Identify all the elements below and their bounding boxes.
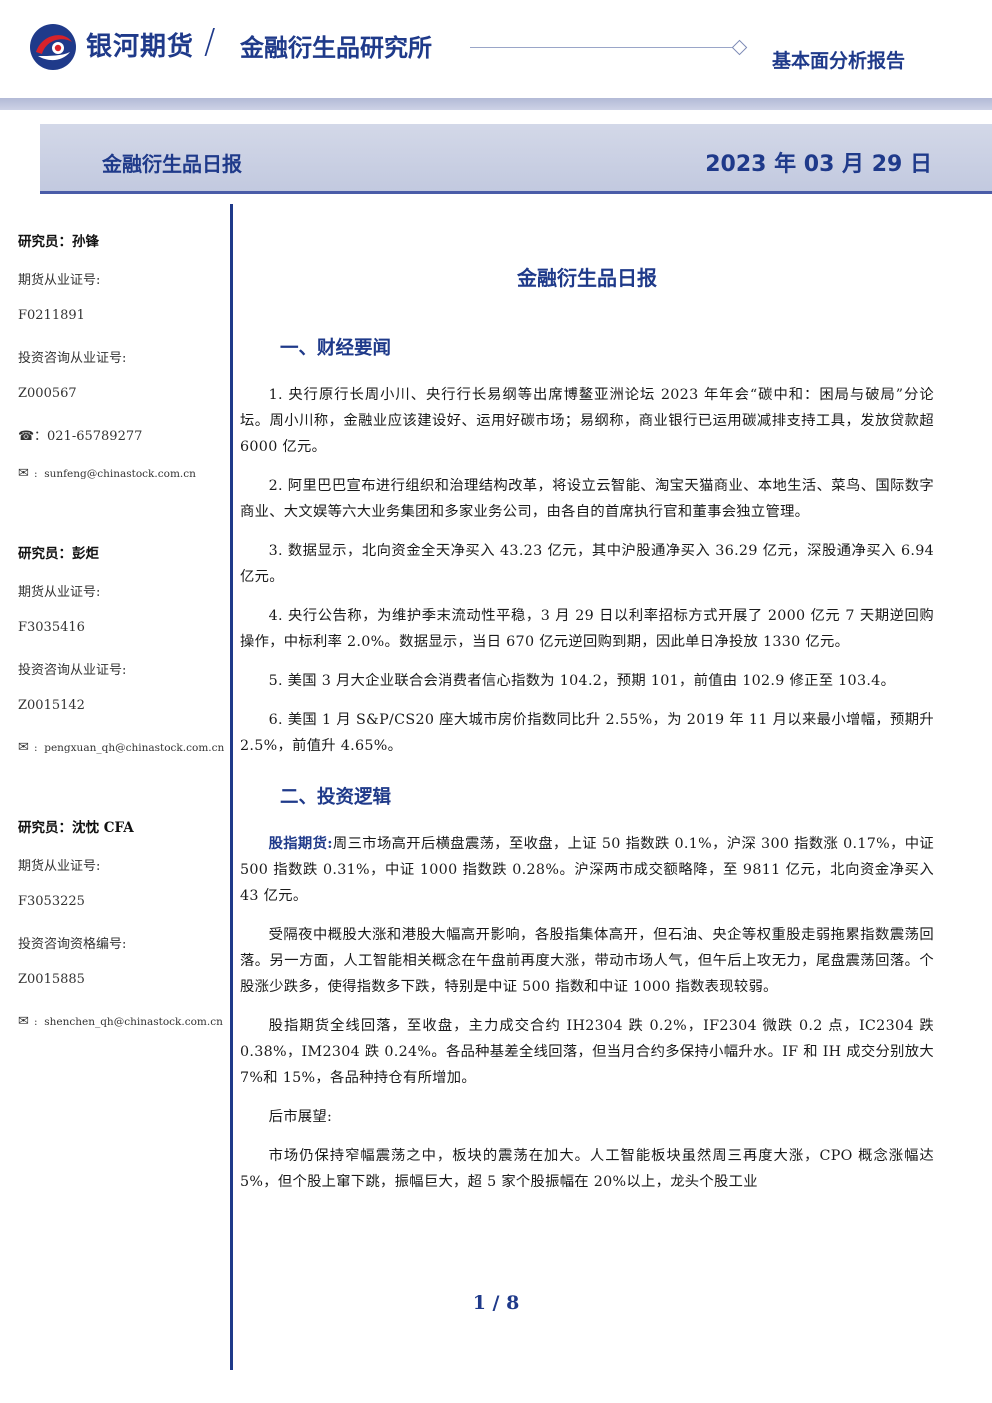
license-label: 期货从业证号: (18, 585, 101, 600)
paragraph-lead: 股指期货: (268, 836, 333, 852)
report-type: 基本面分析报告 (772, 50, 906, 72)
title-bar-label: 金融衍生品日报 (102, 152, 242, 176)
analyst-name: 研究员：孙锋 (18, 234, 99, 250)
consult-label: 投资咨询资格编号: (18, 937, 127, 952)
phone-icon: ☎ (18, 429, 35, 444)
header-divider-line (470, 47, 736, 48)
analyst-name: 研究员：彭炬 (18, 546, 99, 562)
consult-number: Z0015885 (18, 972, 85, 987)
license-number: F0211891 (18, 308, 85, 323)
license-number: F3035416 (18, 620, 85, 635)
brand-separator: / (204, 22, 216, 62)
title-bar (40, 124, 992, 192)
license-label: 期货从业证号: (18, 273, 101, 288)
email-address[interactable]: sunfeng@chinastock.com.cn (44, 468, 196, 480)
section-heading-logic: 二、投资逻辑 (280, 787, 392, 808)
outlook-label: 后市展望: (268, 1109, 333, 1125)
email-icon: ✉ (18, 740, 29, 755)
email-address[interactable]: shenchen_qh@chinastock.com.cn (44, 1016, 223, 1028)
news-item: 6. 美国 1 月 S&P/CS20 座大城市房价指数同比升 2.55%，为 2… (240, 712, 934, 754)
consult-number: Z0015142 (18, 698, 85, 713)
email-icon: ✉ (18, 466, 29, 481)
email-line: ✉: sunfeng@chinastock.com.cn (18, 466, 196, 481)
diamond-icon (731, 39, 748, 56)
email-line: ✉: pengxuan_qh@chinastock.com.cn (18, 740, 225, 755)
page-number: 1 / 8 (472, 1292, 520, 1314)
analyst-name: 研究员：沈忱 CFA (18, 820, 134, 836)
report-date: 2023 年 03 月 29 日 (705, 152, 932, 177)
header-band (0, 98, 992, 110)
license-label: 期货从业证号: (18, 859, 101, 874)
institute-name: 金融衍生品研究所 (240, 34, 432, 62)
phone-line: ☎：021-65789277 (18, 429, 143, 444)
document-title: 金融衍生品日报 (517, 266, 657, 290)
logic-paragraph: 市场仍保持窄幅震荡之中，板块的震荡在加大。人工智能板块虽然周三再度大涨，CPO … (240, 1148, 934, 1190)
title-bar-underline (40, 191, 992, 194)
email-address[interactable]: pengxuan_qh@chinastock.com.cn (44, 742, 225, 754)
news-item: 2. 阿里巴巴宣布进行组织和治理结构改革，将设立云智能、淘宝天猫商业、本地生活、… (240, 478, 934, 520)
galaxy-logo-icon (30, 24, 76, 70)
news-item: 3. 数据显示，北向资金全天净买入 43.23 亿元，其中沪股通净买入 36.2… (240, 543, 934, 585)
logic-paragraph: 受隔夜中概股大涨和港股大幅高开影响，各股指集体高开，但石油、央企等权重股走弱拖累… (240, 927, 934, 995)
vertical-divider (230, 204, 233, 1370)
news-item: 4. 央行公告称，为维护季末流动性平稳，3 月 29 日以利率招标方式开展了 2… (240, 608, 934, 650)
license-number: F3053225 (18, 894, 85, 909)
consult-label: 投资咨询从业证号: (18, 663, 127, 678)
consult-label: 投资咨询从业证号: (18, 351, 127, 366)
consult-number: Z000567 (18, 386, 77, 401)
news-item: 1. 央行原行长周小川、央行行长易纲等出席博鳌亚洲论坛 2023 年年会“碳中和… (240, 387, 934, 455)
logic-paragraph: 股指期货全线回落，至收盘，主力成交合约 IH2304 跌 0.2%，IF2304… (240, 1018, 934, 1086)
section-heading-news: 一、财经要闻 (280, 338, 392, 359)
logic-paragraph: 股指期货:周三市场高开后横盘震荡，至收盘，上证 50 指数跌 0.1%，沪深 3… (240, 831, 934, 909)
email-line: ✉: shenchen_qh@chinastock.com.cn (18, 1014, 223, 1029)
news-item: 5. 美国 3 月大企业联合会消费者信心指数为 104.2，预期 101，前值由… (268, 673, 896, 689)
email-icon: ✉ (18, 1014, 29, 1029)
phone-number: 021-65789277 (47, 429, 143, 444)
brand-name: 银河期货 (86, 32, 195, 62)
paragraph-text: 周三市场高开后横盘震荡，至收盘，上证 50 指数跌 0.1%，沪深 300 指数… (240, 836, 935, 904)
main-content: 金融衍生品日报 一、财经要闻 1. 央行原行长周小川、央行行长易纲等出席博鳌亚洲… (240, 262, 934, 1208)
